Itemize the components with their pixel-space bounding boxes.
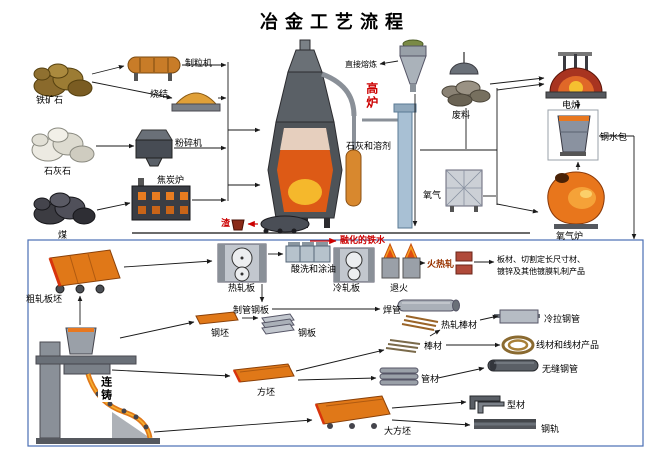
hot-rolling-mill	[217, 243, 267, 283]
page-title: 冶金工艺流程	[260, 12, 410, 32]
pipe-material-icon	[379, 367, 419, 386]
steel-ladle	[547, 109, 599, 161]
annealing-furnaces	[381, 242, 421, 279]
pickling-line	[285, 242, 331, 263]
coal-pile	[33, 192, 96, 225]
section-steel-icon	[469, 395, 505, 414]
sintering-machine	[171, 92, 221, 112]
cold-rolling-mill	[333, 247, 375, 283]
limestone-pile	[31, 127, 95, 163]
hot-stove	[345, 149, 362, 207]
blast-furnace-structure	[267, 39, 398, 228]
flow-arrows	[77, 60, 637, 433]
wire-coil-icon	[501, 335, 535, 355]
scrap-magnet	[441, 52, 491, 107]
connector-lines	[227, 62, 635, 228]
seamless-pipe-icon	[487, 359, 539, 372]
cold-drawing-machine	[494, 309, 540, 324]
gas-stack	[393, 103, 417, 229]
hot-rolled-bar-icon	[401, 315, 439, 331]
electric-arc-furnace	[545, 52, 607, 99]
slag-pot	[231, 219, 245, 231]
steel-rail-icon	[474, 419, 536, 429]
bof-converter	[547, 171, 605, 229]
welded-pipe-icon	[397, 299, 460, 312]
oxygen-plant	[445, 169, 483, 212]
crusher-machine	[135, 129, 173, 167]
direct-smelting-cyclone	[399, 39, 427, 92]
temper-mill-icons	[455, 251, 473, 275]
hot-metal-track	[132, 215, 530, 234]
bloom-icon	[314, 395, 391, 429]
steel-billet-icon	[195, 311, 239, 325]
granulator-machine	[127, 56, 181, 81]
bar-icon	[385, 339, 421, 353]
steel-plate-stack	[261, 313, 295, 335]
rough-slab-icon	[48, 249, 121, 294]
square-billet-icon	[232, 363, 295, 383]
coke-oven-building	[131, 178, 191, 221]
iron-ore-pile	[33, 63, 93, 97]
continuous-caster	[35, 327, 160, 444]
